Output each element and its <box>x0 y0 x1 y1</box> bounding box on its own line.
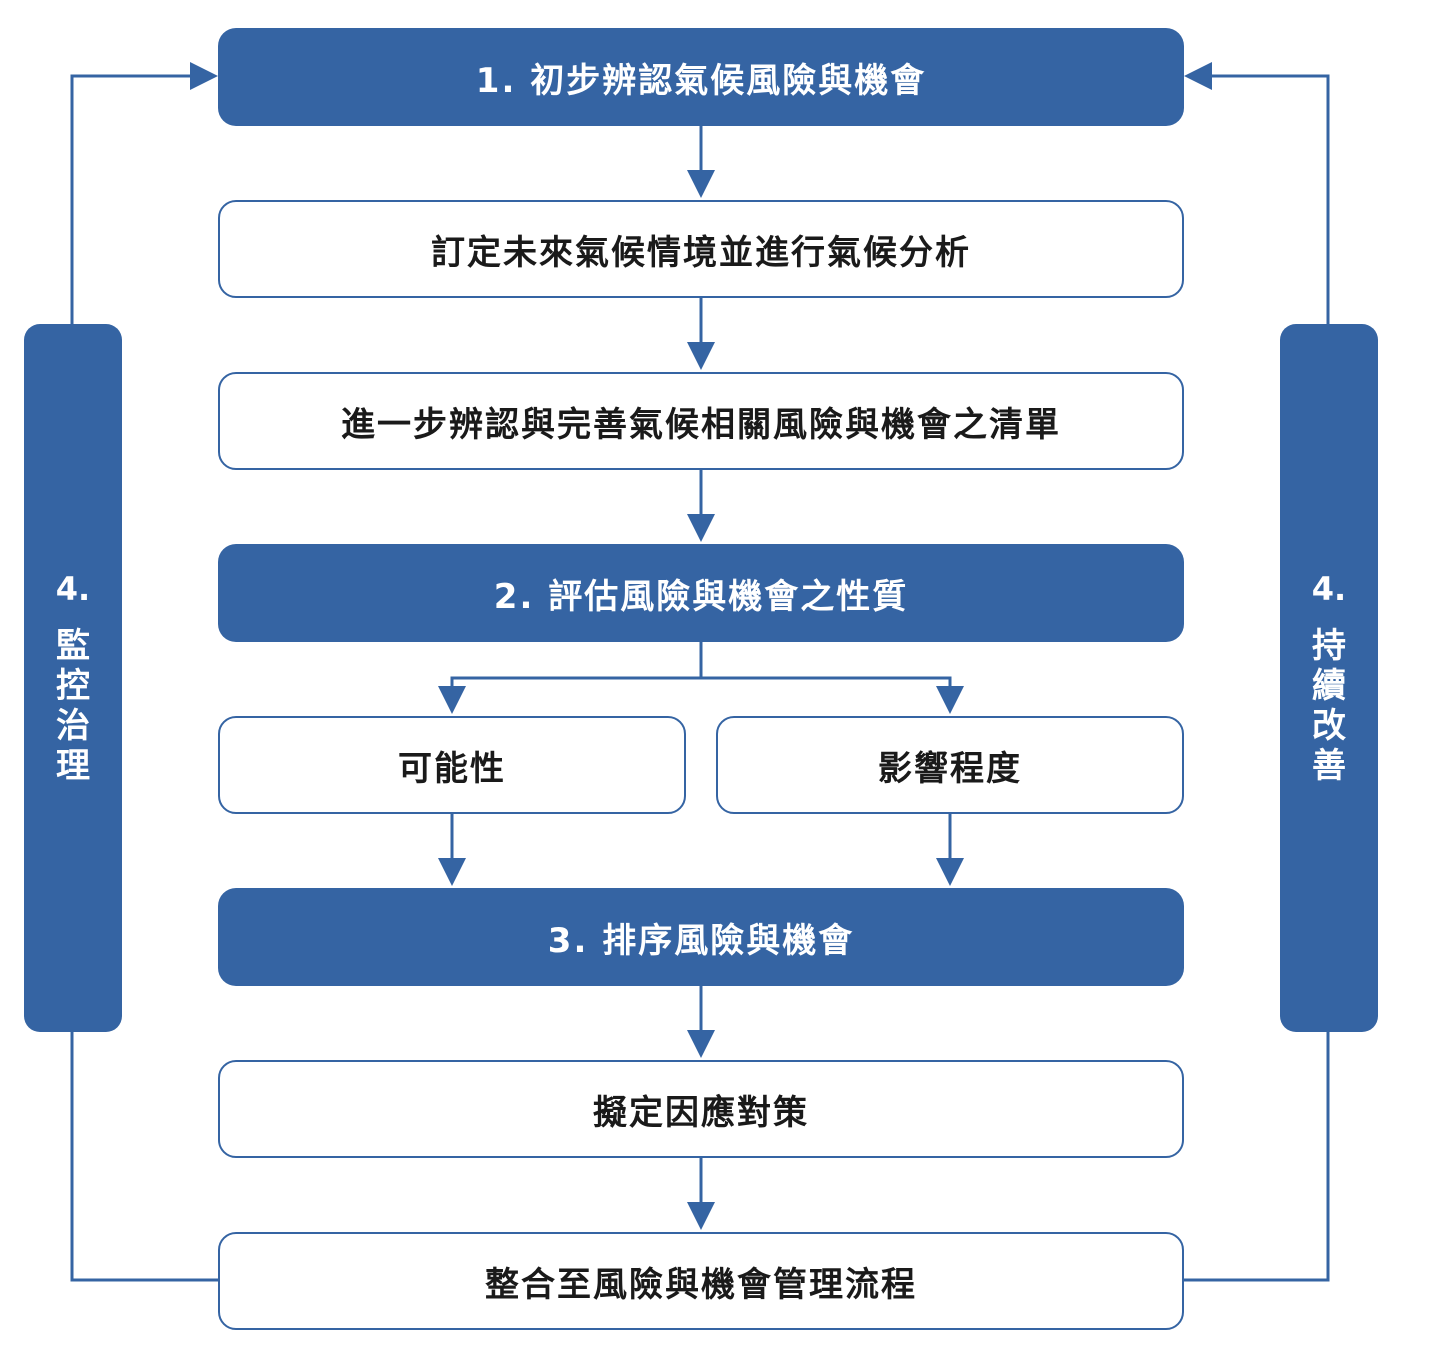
step1-label: 1. 初步辨認氣候風險與機會 <box>475 60 927 101</box>
step2-label: 2. 評估風險與機會之性質 <box>493 576 909 617</box>
loop-right <box>1184 1032 1330 1282</box>
likelihood-box: 可能性 <box>218 716 686 814</box>
integrate-box: 整合至風險與機會管理流程 <box>218 1232 1184 1330</box>
likelihood-label: 可能性 <box>398 748 506 789</box>
side-left-number: 4. <box>55 570 91 608</box>
inventory-label: 進一步辨認與完善氣候相關風險與機會之清單 <box>341 404 1061 445</box>
side-left-label: 監控治理 <box>56 626 90 786</box>
impact-box: 影響程度 <box>716 716 1184 814</box>
step3-box: 3. 排序風險與機會 <box>218 888 1184 986</box>
scenario-label: 訂定未來氣候情境並進行氣候分析 <box>431 232 971 273</box>
step2-box: 2. 評估風險與機會之性質 <box>218 544 1184 642</box>
step3-label: 3. 排序風險與機會 <box>547 920 855 961</box>
integrate-label: 整合至風險與機會管理流程 <box>485 1264 917 1305</box>
side-monitor-governance: 4. 監控治理 <box>24 324 122 1032</box>
impact-label: 影響程度 <box>878 748 1022 789</box>
arrow-step2-split <box>450 642 703 686</box>
step1-box: 1. 初步辨認氣候風險與機會 <box>218 28 1184 126</box>
loop-left <box>70 1032 218 1282</box>
response-label: 擬定因應對策 <box>593 1092 809 1133</box>
side-continuous-improvement: 4. 持續改善 <box>1280 324 1378 1032</box>
response-box: 擬定因應對策 <box>218 1060 1184 1158</box>
side-right-number: 4. <box>1311 570 1347 608</box>
inventory-box: 進一步辨認與完善氣候相關風險與機會之清單 <box>218 372 1184 470</box>
side-right-label: 持續改善 <box>1312 626 1346 786</box>
scenario-box: 訂定未來氣候情境並進行氣候分析 <box>218 200 1184 298</box>
